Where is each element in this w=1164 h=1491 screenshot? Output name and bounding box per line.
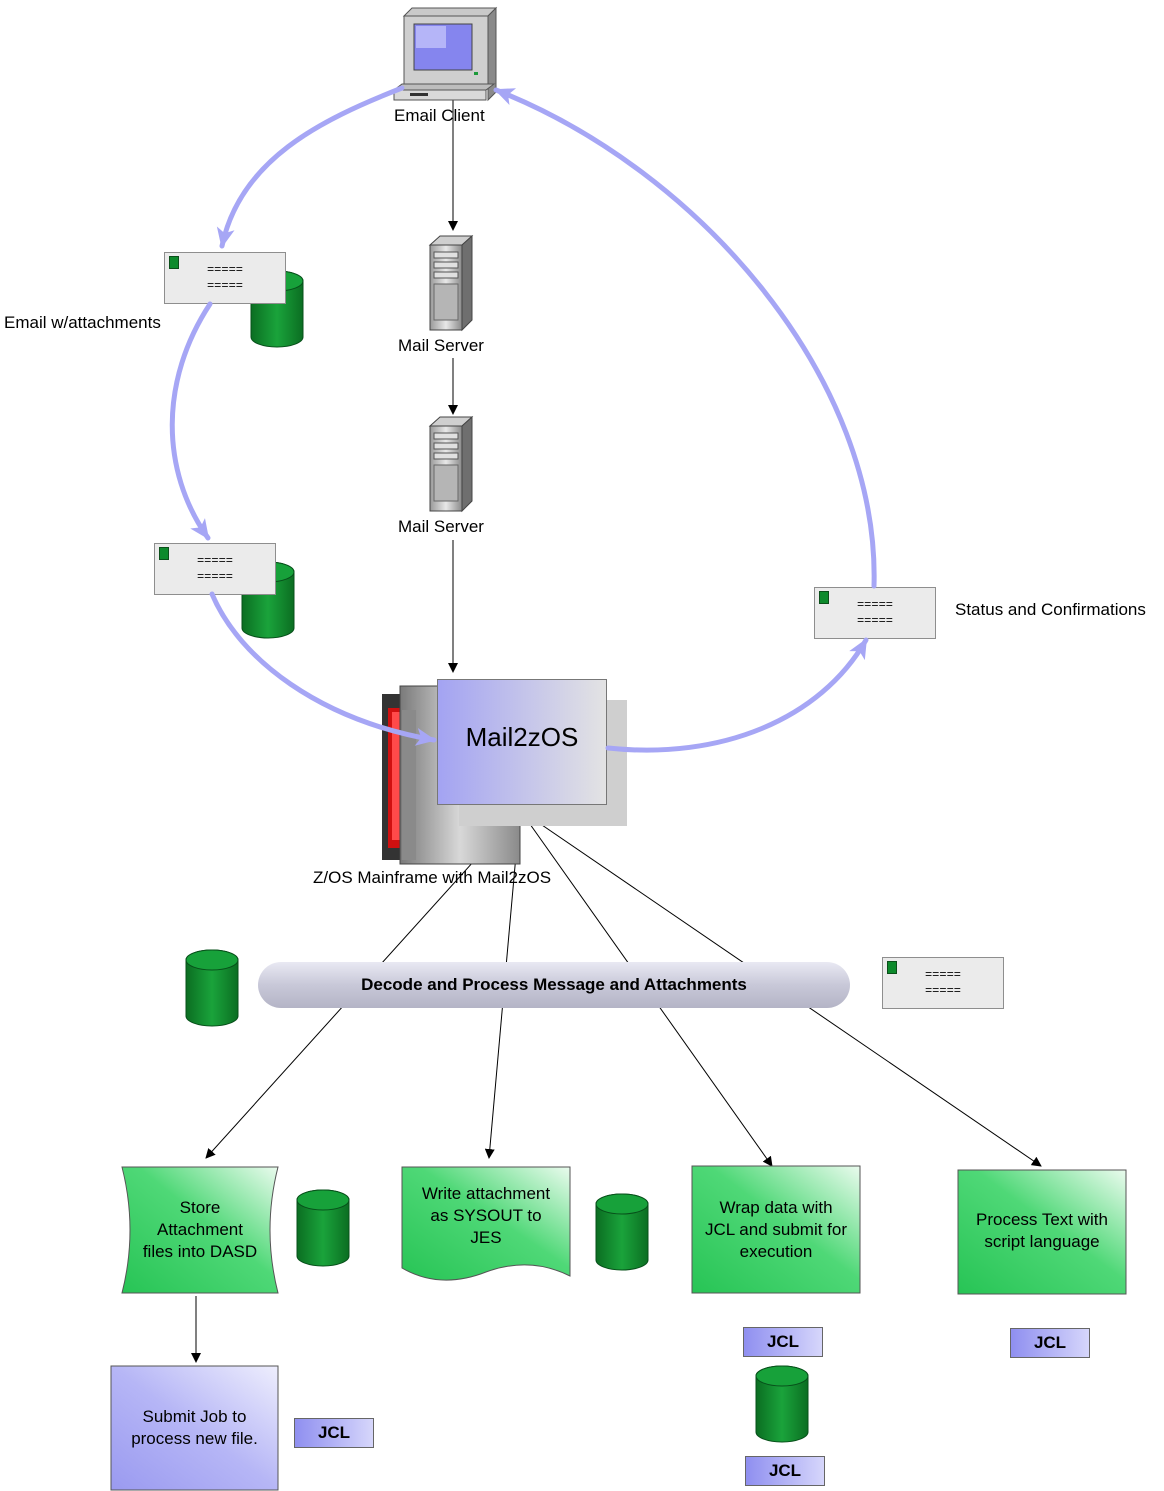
- envelope-text: =====: [924, 984, 961, 998]
- script-shape: [957, 1169, 1127, 1295]
- sysout-text: Write attachment as SYSOUT to JES: [421, 1184, 551, 1247]
- wrap-shape: [691, 1165, 861, 1294]
- email-envelope: ===== =====: [164, 252, 286, 304]
- mail-server-icon-1: [428, 234, 474, 332]
- email-attachments-label: Email w/attachments: [4, 313, 161, 332]
- envelope-text: =====: [196, 570, 233, 584]
- mail-server-icon-2: [428, 415, 474, 513]
- wrap-text: Wrap data with JCL and submit for execut…: [704, 1198, 848, 1261]
- mail2zos-label: Mail2zOS: [465, 722, 579, 752]
- store-text: Store Attachment files into DASD: [142, 1198, 258, 1261]
- jcl-tag: JCL: [1010, 1328, 1090, 1358]
- mainframe-label: Z/OS Mainframe with Mail2zOS: [313, 868, 552, 887]
- submit-shape: [110, 1365, 279, 1491]
- email-client-label: Email Client: [394, 106, 485, 125]
- sysout-shape: [401, 1166, 571, 1281]
- jcl-tag: JCL: [743, 1327, 823, 1357]
- message-envelope: ===== =====: [882, 957, 1004, 1009]
- mail-server-label: Mail Server: [398, 336, 484, 355]
- envelope-text: =====: [206, 263, 243, 277]
- stamp-icon: [819, 591, 829, 604]
- database-icon: [595, 1193, 649, 1271]
- envelope-text: =====: [196, 554, 233, 568]
- email-envelope: ===== =====: [154, 543, 276, 595]
- decode-label: Decode and Process Message and Attachmen…: [361, 975, 747, 994]
- stamp-icon: [169, 256, 179, 269]
- database-icon: [755, 1365, 809, 1443]
- script-text: Process Text with script language: [976, 1210, 1108, 1251]
- stamp-icon: [887, 961, 897, 974]
- submit-text: Submit Job to process new file.: [131, 1407, 258, 1448]
- store-shape: [121, 1166, 279, 1294]
- envelope-text: =====: [856, 598, 893, 612]
- envelope-text: =====: [924, 968, 961, 982]
- database-icon: [185, 949, 239, 1027]
- status-envelope: ===== =====: [814, 587, 936, 639]
- stamp-icon: [159, 547, 169, 560]
- jcl-tag: JCL: [745, 1456, 825, 1486]
- envelope-text: =====: [856, 614, 893, 628]
- computer-icon: [392, 6, 498, 102]
- jcl-tag: JCL: [294, 1418, 374, 1448]
- database-icon: [296, 1189, 350, 1267]
- decode-pill: Decode and Process Message and Attachmen…: [258, 962, 850, 1008]
- status-label: Status and Confirmations: [955, 600, 1146, 619]
- mail-server-label: Mail Server: [398, 517, 484, 536]
- envelope-text: =====: [206, 279, 243, 293]
- mail2zos-box: Mail2zOS: [437, 679, 607, 805]
